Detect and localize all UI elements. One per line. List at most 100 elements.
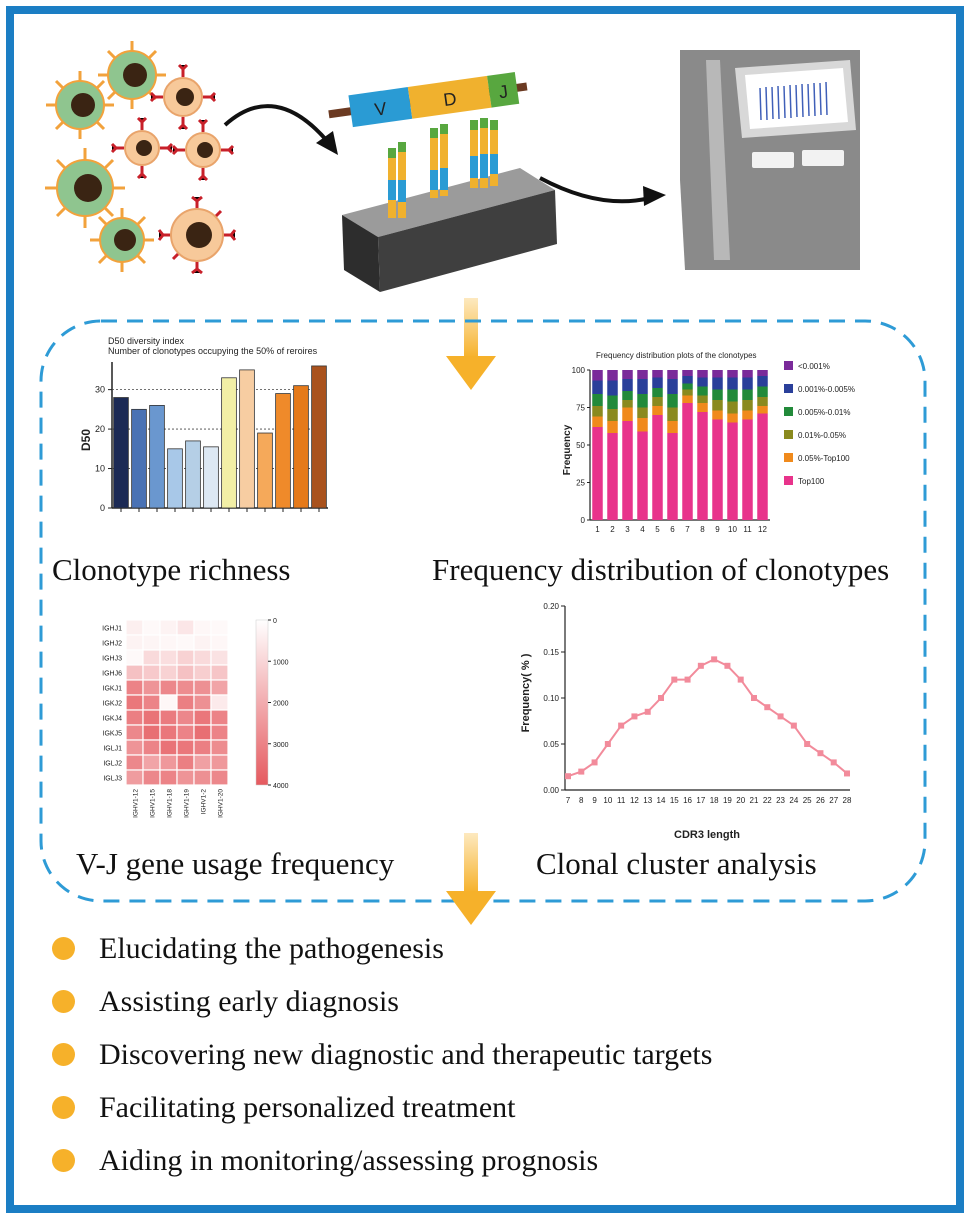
- stacked-bar-segment: [742, 400, 753, 411]
- stacked-bar-segment: [697, 403, 708, 412]
- heatmap-cell: [210, 679, 229, 696]
- heatmap-cell: [193, 769, 212, 786]
- stacked-bar-segment: [757, 370, 768, 376]
- stacked-bar-segment: [712, 377, 723, 390]
- y-axis-label: D50: [79, 429, 93, 451]
- stacked-bar-segment: [697, 370, 708, 378]
- stacked-bar-segment: [697, 395, 708, 403]
- heatmap-cell: [159, 769, 178, 786]
- list-item: Facilitating personalized treatment: [52, 1081, 712, 1134]
- stacked-bar-segment: [607, 380, 618, 396]
- workflow-illustration: V D J: [45, 41, 860, 292]
- stacked-bar-segment: [727, 401, 738, 414]
- heatmap-cell: [142, 649, 161, 666]
- x-tick-label: 14: [657, 796, 666, 805]
- list-item: Aiding in monitoring/assessing prognosis: [52, 1134, 712, 1187]
- x-tick-label: 11: [617, 796, 626, 805]
- legend-swatch: [784, 453, 793, 462]
- heatmap-cell: [142, 709, 161, 726]
- stacked-bar-segment: [622, 391, 633, 400]
- down-arrow-icon: [446, 833, 496, 925]
- stacked-bar-segment: [712, 410, 723, 420]
- x-tick-label: 5: [655, 525, 660, 534]
- y-tick-label: 20: [95, 424, 105, 434]
- series-line: [567, 658, 848, 778]
- heatmap-cell: [159, 679, 178, 696]
- heatmap-cell: [125, 679, 144, 696]
- bar: [203, 446, 219, 509]
- vdj-gene-segment-icon: V D J: [328, 72, 528, 128]
- heatmap-cell: [210, 619, 229, 636]
- heatmap-cell: [125, 664, 144, 681]
- data-point: [751, 695, 757, 701]
- chart-title: D50 diversity index: [108, 336, 185, 346]
- heatmap-cell: [176, 634, 195, 651]
- heatmap-cell: [210, 754, 229, 771]
- colorbar-tick-label: 1000: [273, 659, 289, 666]
- column-label: IGHV1-12: [133, 789, 140, 818]
- column-label: IGHV1-2: [201, 789, 208, 815]
- colorbar-tick-label: 2000: [273, 701, 289, 708]
- stacked-bar-segment: [757, 397, 768, 406]
- stacked-bar-segment: [697, 386, 708, 396]
- stacked-bar-segment: [742, 410, 753, 420]
- row-label: IGKJ5: [103, 731, 123, 738]
- heatmap-cell: [125, 739, 144, 756]
- stacked-bar-segment: [742, 377, 753, 390]
- x-tick-label: 18: [710, 796, 719, 805]
- heatmap-cell: [176, 754, 195, 771]
- stacked-bar-segment: [682, 395, 693, 403]
- stacked-bar-segment: [607, 421, 618, 433]
- heatmap-cell: [125, 694, 144, 711]
- list-item: Assisting early diagnosis: [52, 975, 712, 1028]
- heatmap-cell: [193, 694, 212, 711]
- stacked-bar-segment: [727, 370, 738, 378]
- heatmap-cell: [125, 619, 144, 636]
- heatmap-cell: [125, 724, 144, 741]
- bar: [221, 377, 237, 509]
- x-tick-label: 24: [789, 796, 798, 805]
- heatmap-cell: [176, 619, 195, 636]
- heatmap-cell: [142, 679, 161, 696]
- row-label: IGKJ4: [103, 716, 123, 723]
- data-point: [804, 741, 811, 747]
- heatmap-cell: [193, 619, 212, 636]
- heatmap-cell: [193, 724, 212, 741]
- bullet-icon: [52, 937, 75, 960]
- stacked-bar-segment: [727, 413, 738, 423]
- legend-label: <0.001%: [798, 362, 830, 371]
- y-tick-label: 0.00: [543, 786, 559, 795]
- stacked-bar-segment: [637, 407, 648, 418]
- caption-clonal-cluster: Clonal cluster analysis: [536, 846, 817, 881]
- x-tick-label: 11: [743, 525, 752, 534]
- stacked-bar-segment: [757, 386, 768, 397]
- row-label: IGHJ2: [102, 641, 122, 648]
- stacked-bar-segment: [607, 433, 618, 520]
- column-label: IGHV1-18: [167, 789, 174, 818]
- heatmap-cell: [176, 679, 195, 696]
- stacked-bar-segment: [622, 407, 633, 421]
- chart-title: Frequency distribution plots of the clon…: [596, 351, 757, 360]
- stacked-bar-segment: [682, 389, 693, 396]
- y-tick-label: 0: [581, 516, 586, 525]
- immune-cells-icon: [45, 41, 237, 275]
- bar: [257, 432, 273, 509]
- legend-swatch: [784, 384, 793, 393]
- stacked-bar-segment: [712, 400, 723, 411]
- data-point: [697, 662, 704, 669]
- stacked-bar-segment: [742, 419, 753, 520]
- x-tick-label: 25: [803, 796, 812, 805]
- x-tick-label: 22: [763, 796, 772, 805]
- outcome-text: Assisting early diagnosis: [99, 984, 399, 1018]
- stacked-bar-segment: [622, 379, 633, 391]
- stacked-bar-segment: [682, 376, 693, 384]
- heatmap-cell: [176, 664, 195, 681]
- heatmap-cell: [142, 634, 161, 651]
- y-axis-label: Frequency( % ): [520, 653, 532, 732]
- data-point: [844, 770, 850, 777]
- stacked-bar-segment: [592, 370, 603, 381]
- stacked-bar-segment: [652, 370, 663, 378]
- stacked-bar-segment: [667, 379, 678, 394]
- heatmap-cell: [125, 769, 144, 786]
- x-tick-label: 7: [566, 796, 571, 805]
